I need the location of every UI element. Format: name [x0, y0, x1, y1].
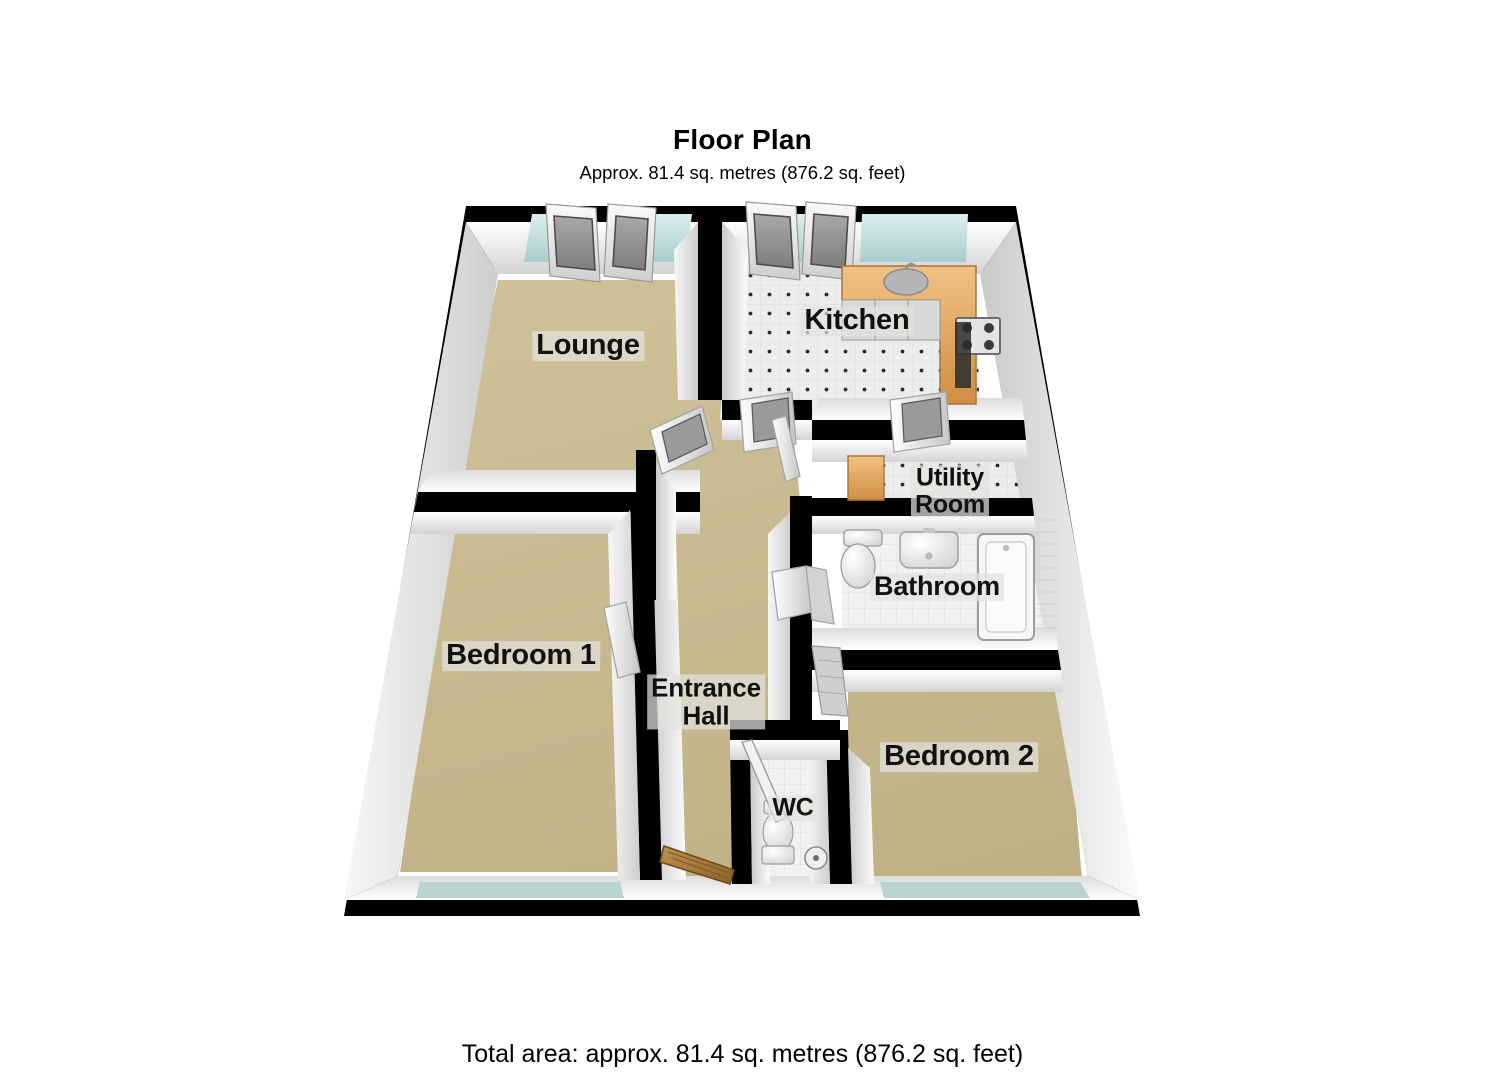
wall-hall-bathblock-face-w — [768, 512, 790, 744]
window-casement-3 — [745, 201, 801, 281]
wall-bed1-hall-face-w — [608, 510, 640, 880]
floor-bedroom1 — [400, 515, 644, 872]
window-glass-kitchen-b — [860, 214, 968, 262]
wall-hall-bed2-face-e — [848, 748, 874, 884]
wc-toilet-base — [761, 845, 795, 865]
kitchen-base-units — [841, 299, 941, 341]
wall-face-east — [980, 222, 1140, 900]
utility-fittings — [847, 455, 885, 501]
floor-lounge — [452, 280, 708, 492]
door-utility — [771, 415, 801, 483]
door-bedroom2 — [811, 645, 849, 717]
wall-bathroom-bed2-face-s — [812, 670, 1063, 692]
wall-wc-top — [730, 720, 840, 740]
bathroom-wash-basin — [899, 531, 959, 569]
wall-lounge-doorway-reveal-face — [656, 462, 676, 600]
plan-header: Floor Plan Approx. 81.4 sq. metres (876.… — [0, 124, 1485, 184]
wall-bathroom-bed2 — [812, 650, 1061, 670]
utility-worktop — [847, 455, 885, 501]
total-area-text: Total area: approx. 81.4 sq. metres (876… — [461, 1040, 1024, 1068]
door-bathroom-leaf2 — [805, 565, 835, 625]
wall-lounge-kitchen — [698, 206, 722, 400]
window-casement-2 — [603, 203, 657, 283]
wall-utility-bathroom — [812, 498, 1034, 516]
kitchen-tap — [904, 262, 916, 269]
door-lounge — [649, 405, 715, 475]
window-casement-1 — [545, 203, 601, 283]
window-casements — [545, 201, 857, 283]
plan-area-subtitle: Approx. 81.4 sq. metres (876.2 sq. feet) — [579, 162, 906, 184]
window-casement-4 — [801, 201, 857, 281]
door-utility-right — [889, 391, 951, 453]
wall-wc-left — [730, 736, 752, 884]
wall-face-west — [344, 222, 498, 900]
wall-hall-bed2 — [826, 730, 852, 884]
window-glass-bed1 — [416, 882, 624, 898]
bathroom-wall-tiling — [1036, 519, 1058, 629]
wall-hall-bathblock — [790, 496, 812, 744]
bathroom-fixtures — [840, 528, 1035, 641]
page-title: Floor Plan — [673, 124, 812, 155]
floor-bedroom2 — [848, 672, 1082, 880]
interior-walls — [410, 206, 1063, 884]
kitchen-oven — [955, 322, 971, 388]
wall-lounge-bed1 — [414, 492, 700, 512]
bathroom-cistern — [843, 529, 883, 547]
wall-lounge-kitchen-face-w — [674, 222, 698, 400]
bathroom-toilet — [840, 543, 876, 589]
plan-footer: Total area: approx. 81.4 sq. metres (876… — [0, 1040, 1485, 1069]
door-bathroom — [771, 565, 813, 621]
door-bedroom1 — [603, 601, 641, 679]
front-door — [659, 844, 735, 886]
internal-doors — [603, 391, 951, 823]
window-glass-bed2 — [880, 882, 1090, 898]
kitchen-sink — [883, 268, 929, 296]
windows-south — [416, 882, 1090, 898]
wall-lounge-kitchen-face — [722, 222, 748, 400]
wall-lounge-doorway-reveal — [636, 450, 656, 600]
wall-lounge-bed1-face-n — [418, 470, 700, 492]
